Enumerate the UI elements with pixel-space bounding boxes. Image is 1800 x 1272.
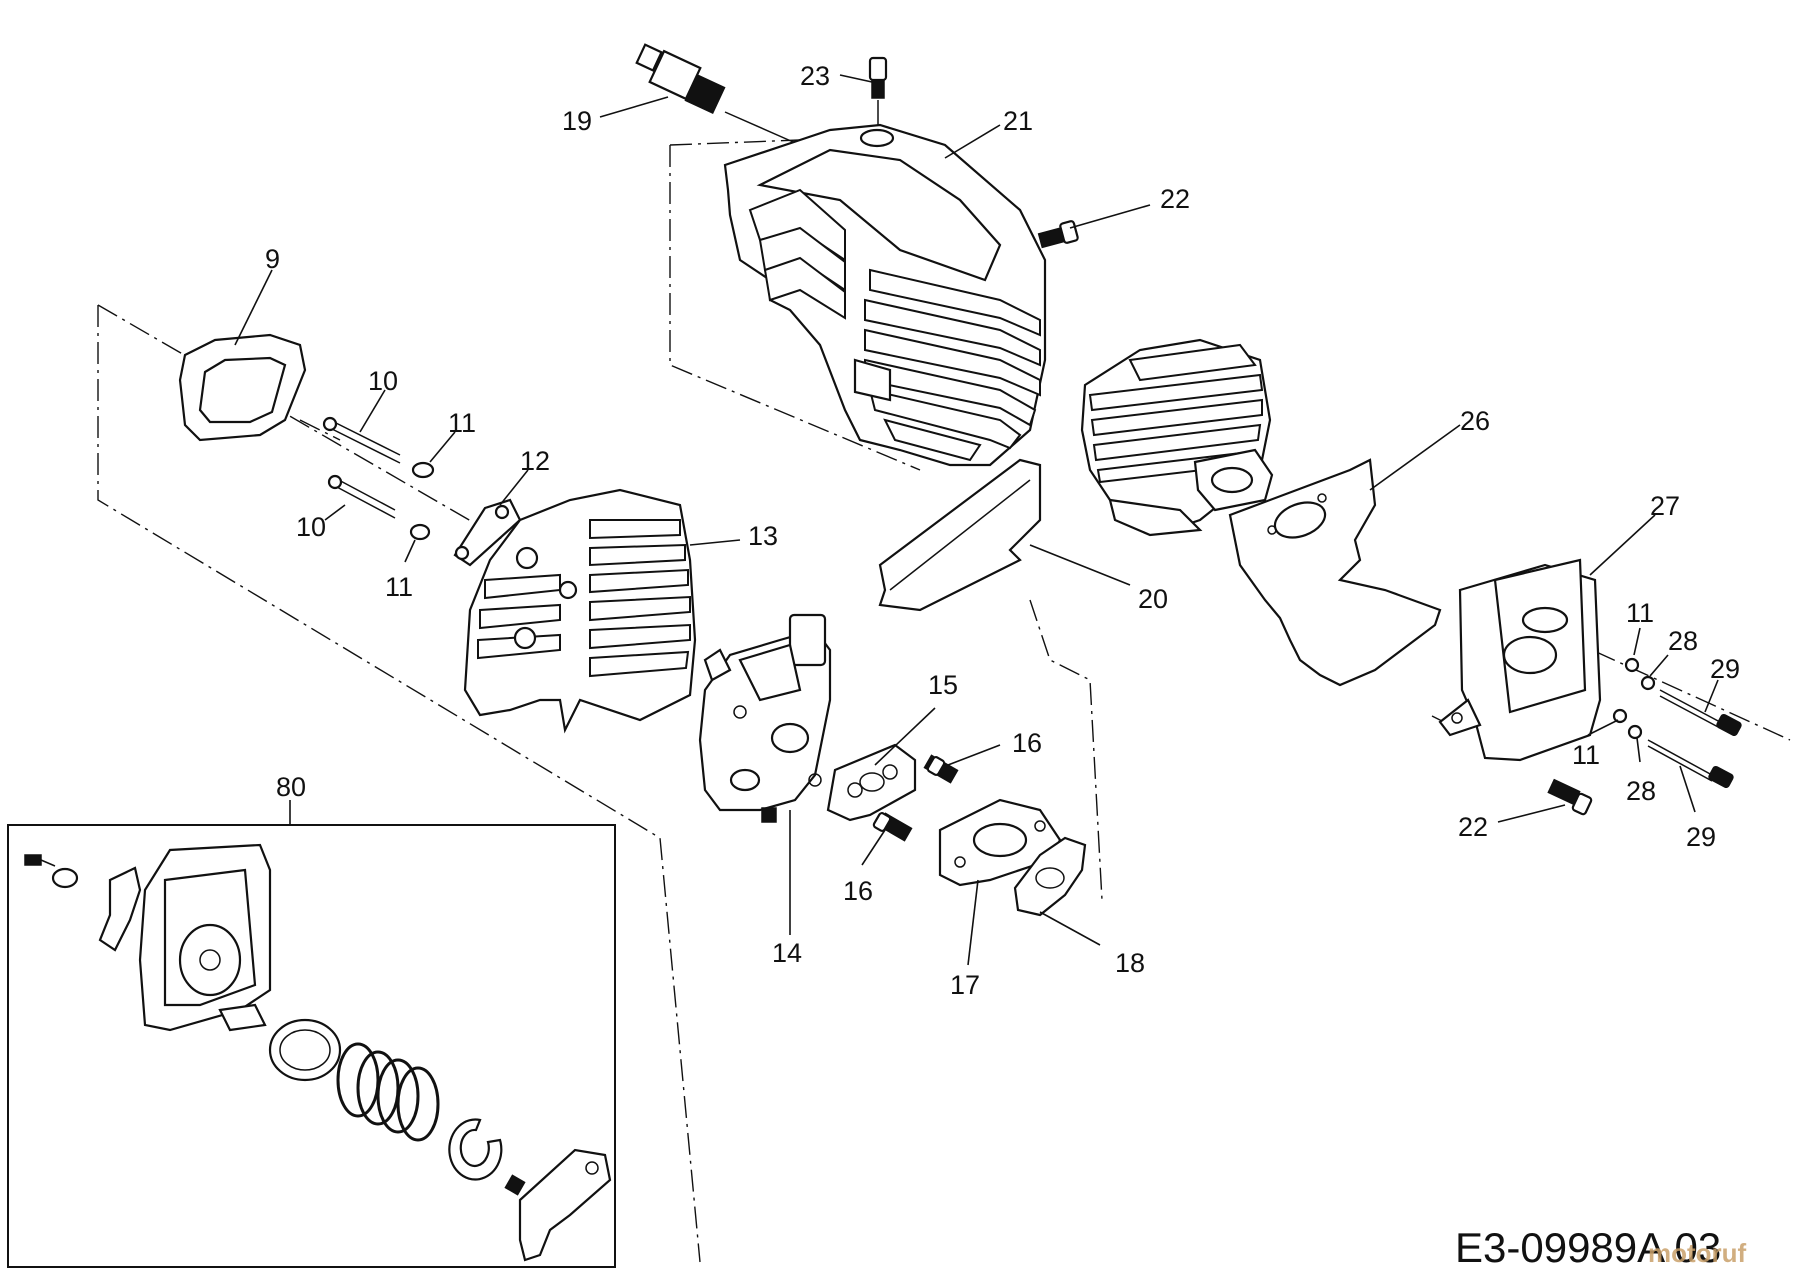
callout-12: 12 <box>520 446 550 476</box>
callout-23: 23 <box>800 61 830 91</box>
callout-17: 17 <box>950 970 980 1000</box>
bolts-part-10 <box>322 416 401 519</box>
screw-part-22-upper <box>1037 220 1079 249</box>
cylinder-cover-part-21 <box>723 123 1047 467</box>
gasket-part-15 <box>826 743 917 822</box>
callout-11-upper: 11 <box>448 408 476 438</box>
callout-22-upper: 22 <box>1160 184 1190 214</box>
callout-11-muffler-lower: 11 <box>1572 740 1600 770</box>
muffler-bolts-parts-11-28-29 <box>1612 657 1742 789</box>
callout-leaders <box>234 74 1719 966</box>
callout-9: 9 <box>265 244 280 274</box>
callout-16-upper: 16 <box>1012 728 1042 758</box>
callout-28-upper: 28 <box>1668 626 1698 656</box>
callout-19: 19 <box>562 106 592 136</box>
callout-numbers: 23 19 21 22 9 10 11 12 13 10 11 20 26 27… <box>265 61 1740 1000</box>
callout-21: 21 <box>1003 106 1033 136</box>
callout-14: 14 <box>772 938 802 968</box>
callout-29-upper: 29 <box>1710 654 1740 684</box>
callout-18: 18 <box>1115 948 1145 978</box>
shroud-fins <box>477 519 691 678</box>
washers-part-11 <box>409 461 435 541</box>
starter-spring <box>336 1042 440 1142</box>
callout-29-lower: 29 <box>1686 822 1716 852</box>
heat-plate-part-20 <box>878 458 1042 612</box>
cover-fins <box>748 188 1041 462</box>
drawing-code: E3-09989A 03 <box>1455 1224 1721 1271</box>
carburetor-part-14 <box>698 613 832 823</box>
exhaust-shield-part-26 <box>1228 458 1442 687</box>
callout-10-upper: 10 <box>368 366 398 396</box>
callout-11-muffler-upper: 11 <box>1626 598 1654 628</box>
callout-11-lower: 11 <box>385 572 413 602</box>
callout-80: 80 <box>276 772 306 802</box>
callout-20: 20 <box>1138 584 1168 614</box>
callout-13: 13 <box>748 521 778 551</box>
gasket-part-18 <box>1013 836 1087 917</box>
callout-15: 15 <box>928 670 958 700</box>
callout-10-lower: 10 <box>296 512 326 542</box>
starter-assembly-part-80 <box>7 824 616 1268</box>
bracket-part-12 <box>453 498 522 567</box>
screws-part-16 <box>872 754 959 842</box>
intake-manifold-part-17 <box>938 798 1062 887</box>
engine-cylinder <box>1080 338 1274 537</box>
callout-27: 27 <box>1650 491 1680 521</box>
shroud-part-13 <box>463 488 697 734</box>
screw-part-23 <box>868 56 888 125</box>
watermark: motoruf <box>1648 1238 1747 1268</box>
callout-26: 26 <box>1460 406 1490 436</box>
callout-22-lower: 22 <box>1458 812 1488 842</box>
callout-16-lower: 16 <box>843 876 873 906</box>
spark-plug-part-19 <box>635 43 801 146</box>
screw-part-22-lower <box>1547 778 1593 816</box>
callout-28-lower: 28 <box>1626 776 1656 806</box>
air-filter-part-9 <box>178 333 307 442</box>
muffler-part-27 <box>1438 558 1602 762</box>
